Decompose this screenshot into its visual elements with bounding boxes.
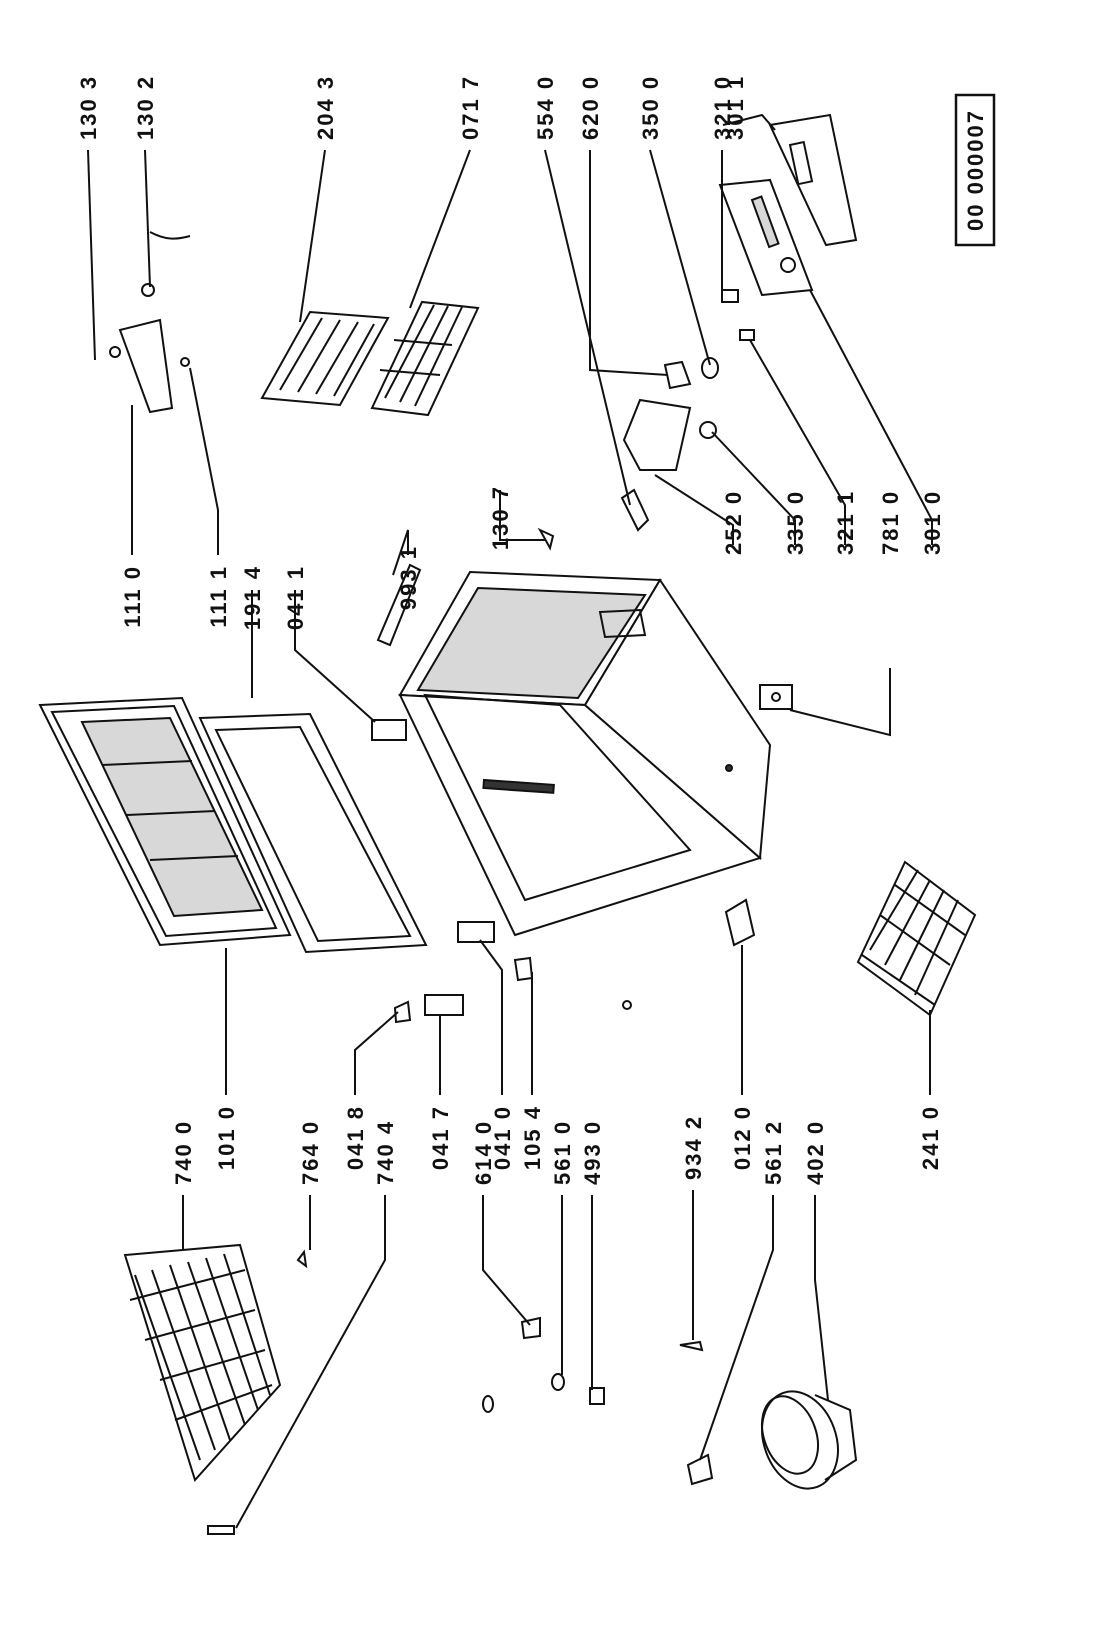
label-335-0: 335 0: [783, 490, 808, 555]
part-grille-top: [260, 310, 390, 407]
part-lid: [38, 696, 292, 947]
part-compressor: [760, 1390, 858, 1490]
label-402-0: 402 0: [803, 1120, 828, 1185]
part-clips: [207, 956, 714, 1535]
label-101-0: 101 0: [214, 1105, 239, 1170]
part-grille-bottom: [370, 300, 480, 417]
label-111-0: 111 0: [120, 565, 145, 628]
part-evaporator-coil: [123, 1243, 282, 1482]
label-241-0: 241 0: [918, 1105, 943, 1170]
label-740-4: 740 4: [373, 1120, 398, 1185]
label-130-2: 130 2: [133, 75, 158, 140]
part-control-panel-front: [718, 178, 814, 297]
label-493-0: 493 0: [580, 1120, 605, 1185]
label-554-0: 554 0: [533, 75, 558, 140]
part-lid-liner: [198, 712, 428, 954]
label-321-1: 321 1: [833, 490, 858, 555]
label-993-1: 993 1: [396, 545, 421, 610]
label-105-4: 105 4: [520, 1105, 545, 1170]
label-934-2: 934 2: [681, 1115, 706, 1180]
part-lock-bracket: [759, 684, 793, 710]
label-321-0: 321 0: [710, 75, 735, 140]
label-012-0: 012 0: [730, 1105, 755, 1170]
part-small-top: [109, 231, 755, 551]
part-basket: [856, 860, 977, 1017]
part-bracket-012: [724, 898, 756, 947]
label-041-0: 041 0: [490, 1105, 515, 1170]
label-130-7: 130 7: [488, 485, 513, 550]
diagram-code-box: 00 000007: [954, 93, 996, 247]
label-252-0: 252 0: [721, 490, 746, 555]
label-614-0: 614 0: [471, 1120, 496, 1185]
diagram-code: 00 000007: [963, 109, 988, 231]
label-781-0: 781 0: [878, 490, 903, 555]
label-301-1: 301 1: [723, 75, 748, 140]
label-561-0: 561 0: [550, 1120, 575, 1185]
part-control-panel-back: [768, 113, 858, 247]
label-041-1: 041 1: [283, 565, 308, 630]
part-cabinet: [398, 570, 772, 937]
label-350-0: 350 0: [638, 75, 663, 140]
label-071-7: 071 7: [458, 75, 483, 140]
label-130-3: 130 3: [76, 75, 101, 140]
label-764-0: 764 0: [298, 1120, 323, 1185]
part-hinge-left: [457, 921, 495, 943]
leader-lines: [87, 113, 933, 1529]
label-561-2: 561 2: [761, 1120, 786, 1185]
label-041-8: 041 8: [343, 1105, 368, 1170]
part-labels: 130 3 130 2 204 3 071 7 554 0 620 0 350 …: [76, 75, 945, 1185]
part-handle: [376, 563, 422, 647]
label-041-7: 041 7: [428, 1105, 453, 1170]
label-204-3: 204 3: [313, 75, 338, 140]
part-hinge-right: [371, 719, 407, 741]
label-740-0: 740 0: [171, 1120, 196, 1185]
label-620-0: 620 0: [578, 75, 603, 140]
label-191-4: 191 4: [240, 565, 265, 630]
label-111-1: 111 1: [206, 565, 231, 628]
part-thermostat: [620, 398, 717, 532]
label-301-0: 301 0: [920, 490, 945, 555]
